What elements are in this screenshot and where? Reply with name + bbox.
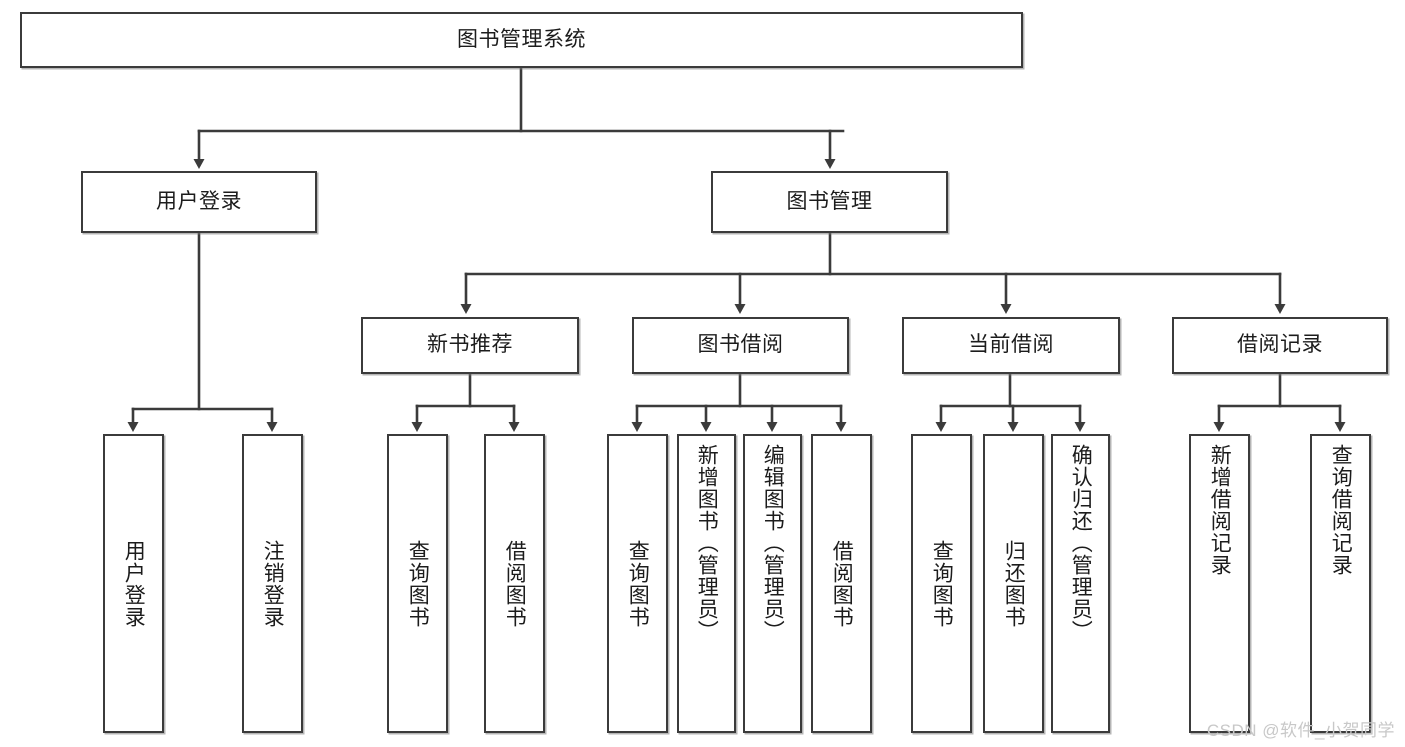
node-label: 图书管理系统 <box>457 27 586 51</box>
node-label: 注销登录 <box>261 539 285 628</box>
node-leaf-add-book-admin[interactable]: 新增图书（管理员） <box>677 434 736 733</box>
node-leaf-query-borrow-record[interactable]: 查询借阅记录 <box>1310 434 1371 733</box>
node-label: 用户登录 <box>122 539 146 628</box>
node-root-system[interactable]: 图书管理系统 <box>20 12 1023 68</box>
node-book-borrow[interactable]: 图书借阅 <box>632 317 849 374</box>
node-label: 新增借阅记录 <box>1208 444 1232 576</box>
node-leaf-return-book[interactable]: 归还图书 <box>983 434 1044 733</box>
node-label: 借阅记录 <box>1237 333 1323 357</box>
node-label: 查询图书 <box>406 539 430 628</box>
node-book-management[interactable]: 图书管理 <box>711 171 948 233</box>
node-leaf-confirm-return-admin[interactable]: 确认归还（管理员） <box>1051 434 1110 733</box>
node-leaf-query-book-borrow[interactable]: 查询图书 <box>607 434 668 733</box>
node-leaf-edit-book-admin[interactable]: 编辑图书（管理员） <box>743 434 802 733</box>
node-leaf-borrow-book-new[interactable]: 借阅图书 <box>484 434 545 733</box>
node-user-login[interactable]: 用户登录 <box>81 171 317 233</box>
node-label: 编辑图书（管理员） <box>761 444 785 642</box>
node-label: 归还图书 <box>1002 539 1026 628</box>
node-label: 图书管理 <box>786 189 873 213</box>
node-leaf-borrow-book[interactable]: 借阅图书 <box>811 434 872 733</box>
node-label: 查询图书 <box>930 539 954 628</box>
node-new-book-recommend[interactable]: 新书推荐 <box>361 317 579 374</box>
node-label: 图书借阅 <box>697 333 784 357</box>
node-leaf-user-login[interactable]: 用户登录 <box>103 434 164 733</box>
node-label: 借阅图书 <box>503 539 527 628</box>
node-label: 当前借阅 <box>968 333 1054 357</box>
node-leaf-logout[interactable]: 注销登录 <box>242 434 303 733</box>
node-label: 查询借阅记录 <box>1329 444 1353 576</box>
node-current-borrow[interactable]: 当前借阅 <box>902 317 1120 374</box>
node-label: 用户登录 <box>156 189 242 213</box>
node-label: 查询图书 <box>626 539 650 628</box>
node-leaf-query-book-current[interactable]: 查询图书 <box>911 434 972 733</box>
csdn-watermark: CSDN @软件_小贺同学 <box>1206 721 1395 740</box>
node-borrow-records[interactable]: 借阅记录 <box>1172 317 1388 374</box>
node-label: 借阅图书 <box>830 539 854 628</box>
node-label: 新增图书（管理员） <box>695 444 719 642</box>
node-label: 确认归还（管理员） <box>1069 444 1093 642</box>
node-leaf-query-book-new[interactable]: 查询图书 <box>387 434 448 733</box>
node-label: 新书推荐 <box>427 333 513 357</box>
node-leaf-add-borrow-record[interactable]: 新增借阅记录 <box>1189 434 1250 733</box>
